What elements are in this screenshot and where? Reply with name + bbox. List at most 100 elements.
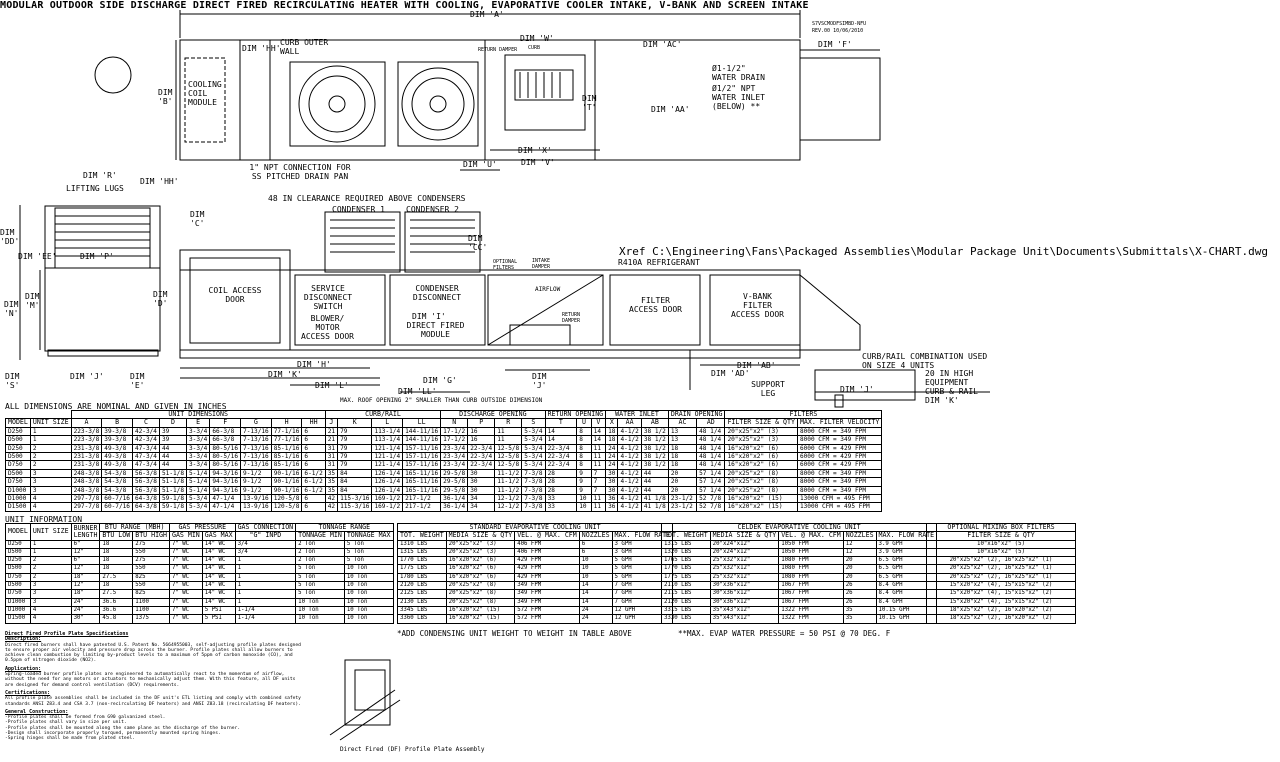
unit-cell-4: 825 [132,589,170,599]
label-blower-motor: BLOWER/ MOTOR ACCESS DOOR [301,314,354,341]
std-cell-2: 349 FPM [514,589,580,599]
dims-cell-7: 80-5/16 [209,443,242,454]
dims-cell-7: 94-3/16 [209,468,242,479]
dims-cell-16: 16 [467,435,496,445]
dims-cell-6: 3-3/4 [185,426,211,437]
dims-cell-1: 4 [29,494,72,504]
dims-cell-0: D750 [5,460,31,470]
unit-cell-0: D500 [5,564,31,574]
dims-cell-4: 64-3/8 [131,494,160,504]
dims-cell-9: 90-1/16 [270,485,303,496]
dims-cell-17: 12-1/2 [494,494,523,504]
dims-cell-20: 9 [576,477,592,487]
label-equipment-curb: 20 IN HIGH EQUIPMENT CURB & RAIL [925,369,978,396]
cel-cell-3: 20 [842,556,877,566]
dims-cell-19: 22-3/4 [544,460,578,470]
unit-cell-5: 7" WC [168,597,203,607]
unit-info-table: MODEL UNIT SIZE BURNER LENGTH BTU RANGE … [5,522,394,624]
label-dim-h: DIM 'H' [297,360,331,369]
dims-cell-3: 49-3/8 [101,452,133,462]
label-support-leg: SUPPORT LEG [751,380,785,398]
cel-cell-2: 1067 FPM [778,597,844,607]
unit-cell-9: 5 Ton [343,547,394,558]
dims-cell-28: 8000 CFM = 349 FPM [796,435,883,445]
label-return-damper-elev: RETURN DAMPER [562,312,581,324]
table-row: 18"x25"x2" (2), 16"x20"x2" (2) [926,614,1076,624]
dims-cell-22: 24 [605,443,619,454]
std-cell-1: 16"x20"x2" (15) [445,605,516,616]
std-cell-0: 2130 LBS [397,597,447,607]
std-cell-0: 2120 LBS [397,581,447,591]
footnote-condensing-weight: *ADD CONDENSING UNIT WEIGHT TO WEIGHT IN… [397,629,632,638]
label-coil-access-door: COIL ACCESS DOOR [208,286,262,304]
label-dim-ll: DIM 'LL' [398,387,437,396]
unit-info-col-size: UNIT SIZE [29,523,72,541]
dims-cell-12: 115-3/16 [337,494,373,504]
dims-cell-3: 54-3/8 [101,485,133,496]
dims-col-22: X [605,418,619,428]
notes-cert-title: Certifications: [5,689,51,696]
dims-cell-20: 8 [576,460,592,470]
unit-cell-8: 5 Ton [295,564,345,574]
unit-info-col-ton-min: TONNAGE MIN [295,531,345,541]
unit-cell-9: 10 Ton [343,572,394,583]
cel-col-0: TOT. WEIGHT [661,531,711,541]
dims-cell-3: 49-3/8 [101,460,133,470]
dims-cell-23: 4-1/2 [617,435,642,445]
dims-cell-13: 126-1/4 [371,468,404,479]
mixing-subtitle: FILTER SIZE & QTY [926,531,1076,541]
unit-cell-7: 1 [234,556,297,566]
revision-line-2: REV.00 10/06/2010 [812,28,864,34]
unit-cell-3: 18 [99,581,134,591]
cel-cell-0: 1315 LBS [661,539,711,549]
label-dim-j-2: DIM 'J' [532,372,547,390]
table-row: 15"x20"x2" (4), 15"x15"x2" (2) [926,581,1076,591]
dims-cell-5: 59-1/8 [158,502,188,512]
dims-cell-24: 38 1/2 [640,426,669,437]
dims-cell-8: 7-13/16 [240,452,272,462]
dims-col-26: AD [696,418,726,428]
dims-cell-0: D250 [5,426,31,437]
dims-cell-25: 23-1/2 [667,502,698,512]
unit-cell-7: 1 [234,581,297,591]
dims-cell-27: 20"x25"x2" (8) [724,477,798,487]
dims-cell-6: 5-3/4 [185,494,211,504]
unit-cell-8: 5 Ton [295,589,345,599]
mixing-box-table: OPTIONAL MIXING BOX FILTERS FILTER SIZE … [926,522,1076,624]
cel-col-3: NOZZLES [842,531,877,541]
dims-cell-9: 85-1/16 [270,460,303,470]
dims-cell-27: 20"x25"x2" (3) [724,435,798,445]
dims-cell-5: 44 [158,443,188,454]
unit-cell-9: 10 Ton [343,564,394,574]
unit-info-col-ton-max: TONNAGE MAX [343,531,394,541]
dims-cell-11: 21 [324,426,339,437]
dims-col-9: H [270,418,303,428]
cel-cell-0: 2115 LBS [661,589,711,599]
unit-cell-3: 18 [99,556,134,566]
dims-cell-3: 60-7/16 [101,494,133,504]
std-cell-1: 16"x20"x2" (15) [445,614,516,624]
cel-cell-0: 1775 LBS [661,572,711,583]
dims-cell-14: 157-11/16 [402,452,442,462]
dims-cell-15: 23-3/4 [440,452,469,462]
dims-group-drain: DRAIN OPENING [667,409,726,420]
dims-group-discharge: DISCHARGE OPENING [440,409,546,420]
dims-cell-6: 5-3/4 [185,502,211,512]
dims-cell-23: 4-1/2 [617,494,642,504]
dims-cell-16: 34 [467,502,496,512]
unit-cell-2: 12" [70,547,101,558]
dims-cell-7: 66-3/8 [209,435,242,445]
unit-cell-6: 14" WC [201,539,236,549]
mix-cell: 18"x25"x2" (2), 16"x20"x2" (2) [926,605,1076,616]
dims-cell-6: 3-3/4 [185,443,211,454]
label-dim-b: DIM 'B' [158,88,173,106]
mix-cell: 18"x25"x2" (2), 16"x20"x2" (2) [926,614,1076,624]
